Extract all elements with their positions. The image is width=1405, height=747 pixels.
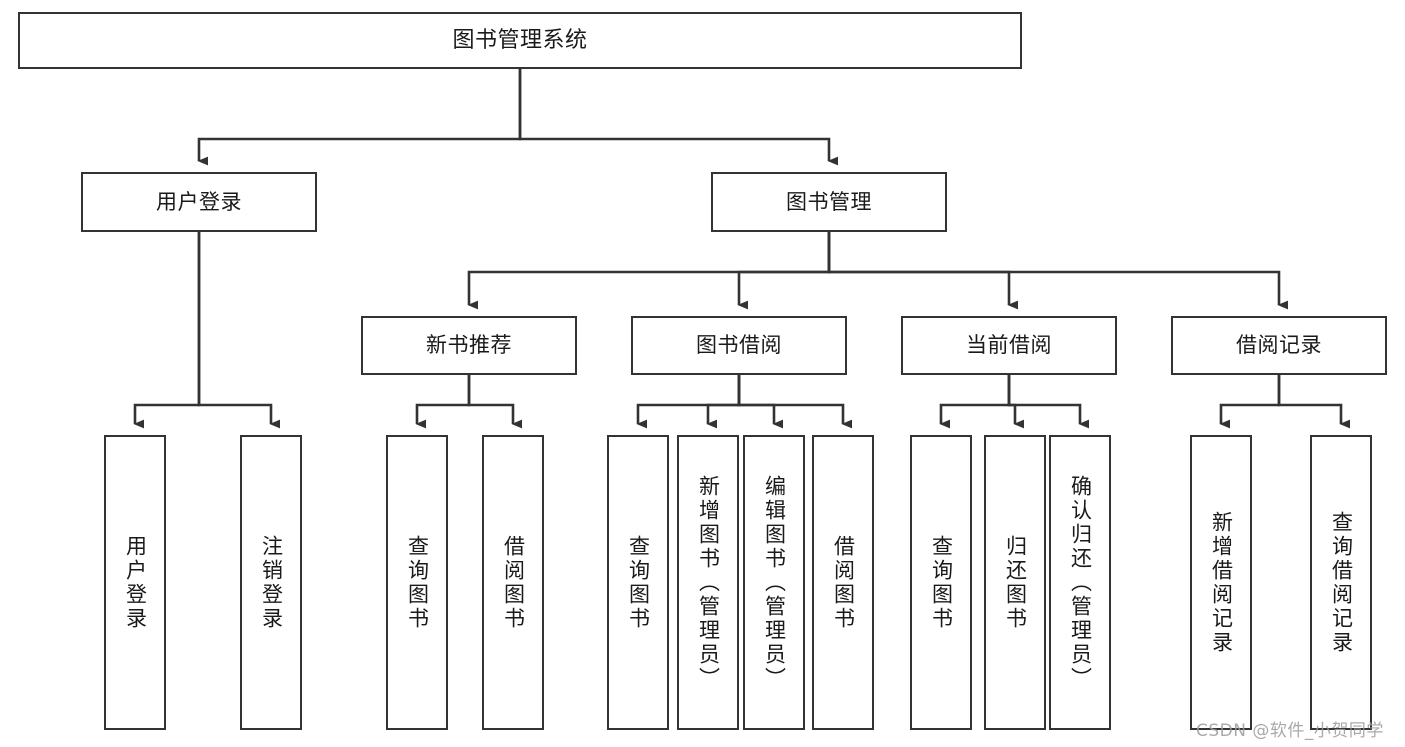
node-leaf-leaf-query-book-borrow[interactable]: 查询图书: [607, 435, 669, 730]
node-leaf-leaf-borrow-book[interactable]: 借阅图书: [812, 435, 874, 730]
node-label: 新增图书（管理员）: [696, 474, 721, 691]
connector-book-manage-to-book-borrow: [737, 232, 831, 310]
node-leaf-leaf-query-book-rec[interactable]: 查询图书: [386, 435, 448, 730]
node-label: 借阅记录: [1236, 333, 1322, 358]
node-root-root[interactable]: 图书管理系统: [18, 12, 1022, 69]
connector-root-to-user-login: [197, 69, 522, 166]
node-label: 新书推荐: [426, 333, 512, 358]
connector-user-login-to-leaf-user-login: [133, 232, 201, 429]
node-leaf-leaf-confirm-return[interactable]: 确认归还（管理员）: [1049, 435, 1111, 730]
node-label: 用户登录: [156, 189, 242, 214]
node-label: 编辑图书（管理员）: [762, 474, 787, 691]
node-leaf-leaf-query-book-cur[interactable]: 查询图书: [910, 435, 972, 730]
node-leaf-leaf-query-record[interactable]: 查询借阅记录: [1310, 435, 1372, 730]
node-branch-current-borrow[interactable]: 当前借阅: [901, 316, 1117, 375]
csdn-watermark: CSDN @软件_小贺同学: [1196, 721, 1384, 741]
node-label: 查询借阅记录: [1329, 510, 1354, 655]
connector-book-borrow-to-leaf-edit-book: [737, 375, 783, 429]
node-leaf-leaf-user-login[interactable]: 用户登录: [104, 435, 166, 730]
node-label: 确认归还（管理员）: [1068, 474, 1093, 691]
node-label: 借阅图书: [501, 534, 526, 631]
node-leaf-leaf-return-book[interactable]: 归还图书: [984, 435, 1046, 730]
node-label: 图书借阅: [696, 333, 782, 358]
connector-book-borrow-to-leaf-query-book-borrow: [636, 375, 741, 429]
node-label: 当前借阅: [966, 333, 1052, 358]
node-leaf-leaf-edit-book[interactable]: 编辑图书（管理员）: [743, 435, 805, 730]
node-label: 图书管理系统: [452, 27, 588, 53]
connector-borrow-records-to-leaf-add-record: [1219, 375, 1281, 429]
node-label: 查询图书: [626, 534, 651, 631]
node-leaf-leaf-logout[interactable]: 注销登录: [240, 435, 302, 730]
node-leaf-leaf-add-book[interactable]: 新增图书（管理员）: [677, 435, 739, 730]
node-branch-book-manage[interactable]: 图书管理: [711, 172, 947, 232]
node-branch-book-borrow[interactable]: 图书借阅: [631, 316, 847, 375]
node-label: 查询图书: [405, 534, 430, 631]
connector-book-manage-to-new-book-rec: [467, 232, 831, 310]
node-branch-new-book-rec[interactable]: 新书推荐: [361, 316, 577, 375]
node-label: 归还图书: [1003, 534, 1028, 631]
connector-book-manage-to-borrow-records: [827, 232, 1288, 310]
node-leaf-leaf-borrow-book-rec[interactable]: 借阅图书: [482, 435, 544, 730]
connector-book-manage-to-current-borrow: [827, 232, 1018, 310]
connector-current-borrow-to-leaf-query-book-cur: [939, 375, 1011, 429]
node-label: 图书管理: [786, 189, 872, 214]
connector-new-book-rec-to-leaf-query-book-rec: [415, 375, 471, 429]
node-leaf-leaf-add-record[interactable]: 新增借阅记录: [1190, 435, 1252, 730]
connector-current-borrow-to-leaf-return-book: [1007, 375, 1024, 429]
connector-new-book-rec-to-leaf-borrow-book-rec: [467, 375, 522, 429]
node-label: 用户登录: [123, 534, 148, 631]
connector-root-to-book-manage: [518, 69, 838, 166]
connector-book-borrow-to-leaf-add-book: [706, 375, 741, 429]
node-label: 借阅图书: [831, 534, 856, 631]
node-label: 查询图书: [929, 534, 954, 631]
connector-user-login-to-leaf-logout: [197, 232, 280, 429]
node-label: 新增借阅记录: [1209, 510, 1234, 655]
node-branch-user-login[interactable]: 用户登录: [81, 172, 317, 232]
node-label: 注销登录: [259, 534, 284, 631]
connector-borrow-records-to-leaf-query-record: [1277, 375, 1350, 429]
connector-current-borrow-to-leaf-confirm-return: [1007, 375, 1089, 429]
node-branch-borrow-records[interactable]: 借阅记录: [1171, 316, 1387, 375]
connector-book-borrow-to-leaf-borrow-book: [737, 375, 852, 429]
